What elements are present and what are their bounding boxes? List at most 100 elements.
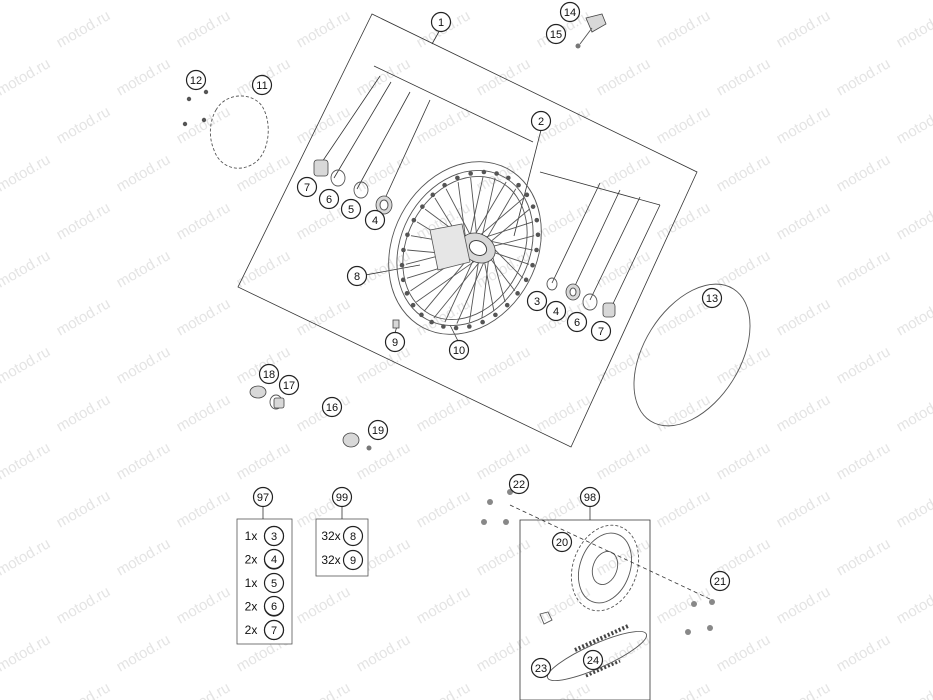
callout-c4c: 4: [545, 300, 567, 322]
watermark-text: motod.ru: [414, 391, 474, 435]
kit-97-table: 1x32x41x52x62x7: [236, 505, 293, 645]
watermark-text: motod.ru: [294, 583, 354, 627]
sprocket-kit-frame: [519, 519, 651, 700]
watermark-text: motod.ru: [894, 487, 933, 531]
callout-c7a: 7: [296, 176, 318, 198]
callout-number: 12: [190, 75, 202, 87]
callout-number: 4: [553, 306, 559, 318]
callout-number: 21: [714, 576, 726, 588]
spoke-nipple: [506, 175, 511, 181]
spoke-nipple-sample: [392, 319, 400, 329]
spoke-nipple: [404, 291, 410, 296]
watermark-text: motod.ru: [174, 199, 234, 243]
callout-number: 20: [556, 537, 568, 549]
watermark-text: motod.ru: [834, 247, 894, 291]
watermark-text: motod.ru: [114, 247, 174, 291]
spoke: [445, 188, 473, 240]
watermark-text: motod.ru: [0, 0, 53, 3]
kit-row-qty: 2x: [245, 600, 258, 614]
callout-c7c: 7: [590, 320, 612, 342]
watermark-text: motod.ru: [774, 679, 834, 700]
watermark-text: motod.ru: [594, 247, 654, 291]
callout-c17: 17: [278, 374, 300, 396]
spoke-nipple: [410, 302, 416, 308]
watermark-text: motod.ru: [474, 631, 534, 675]
wheel-assembly-frame: [237, 13, 698, 448]
callout-c8: 8: [346, 265, 368, 287]
callout-c7b: 7: [263, 619, 285, 641]
watermark-text: motod.ru: [0, 535, 53, 579]
callout-number: 1: [438, 17, 444, 29]
watermark-text: motod.ru: [294, 295, 354, 339]
spoke-nipple: [411, 217, 417, 223]
kit-row-qty: 1x: [245, 576, 258, 590]
spoke-nipple: [504, 302, 510, 308]
watermark-text: motod.ru: [774, 7, 834, 51]
kit-row-qty: 32x: [321, 529, 340, 543]
spoke-nipple: [493, 312, 498, 318]
callout-c98: 98: [579, 486, 601, 508]
watermark-text: motod.ru: [474, 535, 534, 579]
watermark-text: motod.ru: [0, 151, 53, 195]
watermark-text: motod.ru: [474, 0, 534, 3]
watermark-text: motod.ru: [654, 103, 714, 147]
callout-number: 98: [584, 492, 596, 504]
watermark-text: motod.ru: [654, 7, 714, 51]
watermark-text: motod.ru: [774, 391, 834, 435]
watermark-text: motod.ru: [654, 679, 714, 700]
spoke-nipple: [400, 277, 406, 283]
callout-c10: 10: [448, 339, 470, 361]
watermark-text: motod.ru: [0, 439, 53, 483]
spoke: [468, 257, 480, 323]
spoke-nipple: [453, 325, 459, 331]
spoke: [416, 257, 480, 303]
callout-number: 4: [372, 215, 378, 227]
callout-c97: 97: [252, 486, 274, 508]
callout-c22: 22: [508, 473, 530, 495]
callout-c4a: 4: [364, 209, 386, 231]
spoke: [470, 177, 478, 239]
watermark-text: motod.ru: [774, 199, 834, 243]
watermark-text: motod.ru: [894, 103, 933, 147]
watermark-text: motod.ru: [54, 583, 114, 627]
callout-c21: 21: [709, 570, 731, 592]
spoke: [489, 250, 530, 265]
watermark-text: motod.ru: [114, 439, 174, 483]
callout-c99: 99: [331, 486, 353, 508]
watermark-text: motod.ru: [114, 0, 174, 3]
watermark-text: motod.ru: [654, 391, 714, 435]
watermark-text: motod.ru: [354, 151, 414, 195]
callout-c2: 2: [530, 110, 552, 132]
callout-c24: 24: [582, 649, 604, 671]
watermark-text: motod.ru: [54, 295, 114, 339]
watermark-text: motod.ru: [114, 535, 174, 579]
spoke: [488, 208, 530, 244]
watermark-text: motod.ru: [594, 0, 654, 3]
watermark-text: motod.ru: [54, 487, 114, 531]
watermark-text: motod.ru: [774, 583, 834, 627]
watermark-text: motod.ru: [0, 631, 53, 675]
spoke-nipple: [534, 217, 540, 223]
spoke-nipple: [534, 247, 539, 253]
spoke-nipple: [481, 169, 487, 175]
callout-number: 4: [271, 554, 277, 566]
callout-number: 22: [513, 479, 525, 491]
watermark-text: motod.ru: [834, 151, 894, 195]
callout-c14: 14: [559, 1, 581, 23]
spoke: [485, 239, 533, 251]
watermark-text: motod.ru: [114, 55, 174, 99]
watermark-text: motod.ru: [354, 343, 414, 387]
callout-number: 8: [354, 271, 360, 283]
watermark-text: motod.ru: [534, 199, 594, 243]
watermark-text: motod.ru: [0, 247, 53, 291]
callout-number: 14: [564, 7, 576, 19]
spoke: [483, 256, 495, 312]
callout-number: 16: [326, 402, 338, 414]
watermark-text: motod.ru: [114, 343, 174, 387]
watermark-text: motod.ru: [54, 7, 114, 51]
brake-disc-sketch: [182, 89, 269, 169]
rear-sprocket: [570, 524, 640, 612]
right-bearing-stack: [546, 277, 616, 318]
callout-badges: 1233445667789101112131415161718192021222…: [185, 1, 731, 679]
